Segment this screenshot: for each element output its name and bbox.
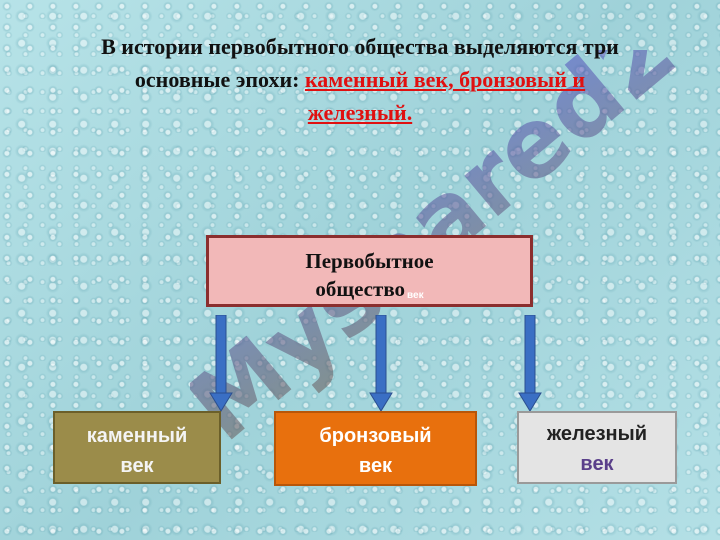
title-line-1: В истории первобытного общества выделяют… xyxy=(101,34,619,59)
title-line-2-highlight: каменный век, бронзовый и xyxy=(304,67,586,92)
stone-age-line-1: каменный xyxy=(86,425,188,447)
root-line-2-text: общество xyxy=(315,277,406,301)
slide-title: В истории первобытного общества выделяют… xyxy=(20,30,700,129)
root-line-1: Первобытное xyxy=(305,249,434,273)
arrow-down-icon xyxy=(518,315,542,412)
stone-age-line-2: век xyxy=(120,455,154,477)
title-line-3-highlight: железный. xyxy=(307,100,413,125)
iron-age-line-2: век xyxy=(580,453,614,475)
bronze-age-line-2: век xyxy=(358,455,393,477)
bronze-age-line-1: бронзовый xyxy=(319,425,432,447)
bronze-age-box: бронзовый век xyxy=(274,411,477,486)
iron-age-box: железный век xyxy=(517,411,677,484)
title-line-2-prefix: основные эпохи: xyxy=(134,67,305,92)
title-line-2: основные эпохи: каменный век, бронзовый … xyxy=(20,63,700,96)
arrow-down-icon xyxy=(209,315,233,412)
stone-age-box: каменный век xyxy=(53,411,221,484)
root-tiny-label: век xyxy=(407,290,424,301)
title-line-3: железный. xyxy=(20,96,700,129)
arrow-down-icon xyxy=(369,315,393,412)
iron-age-line-1: железный xyxy=(547,423,647,445)
